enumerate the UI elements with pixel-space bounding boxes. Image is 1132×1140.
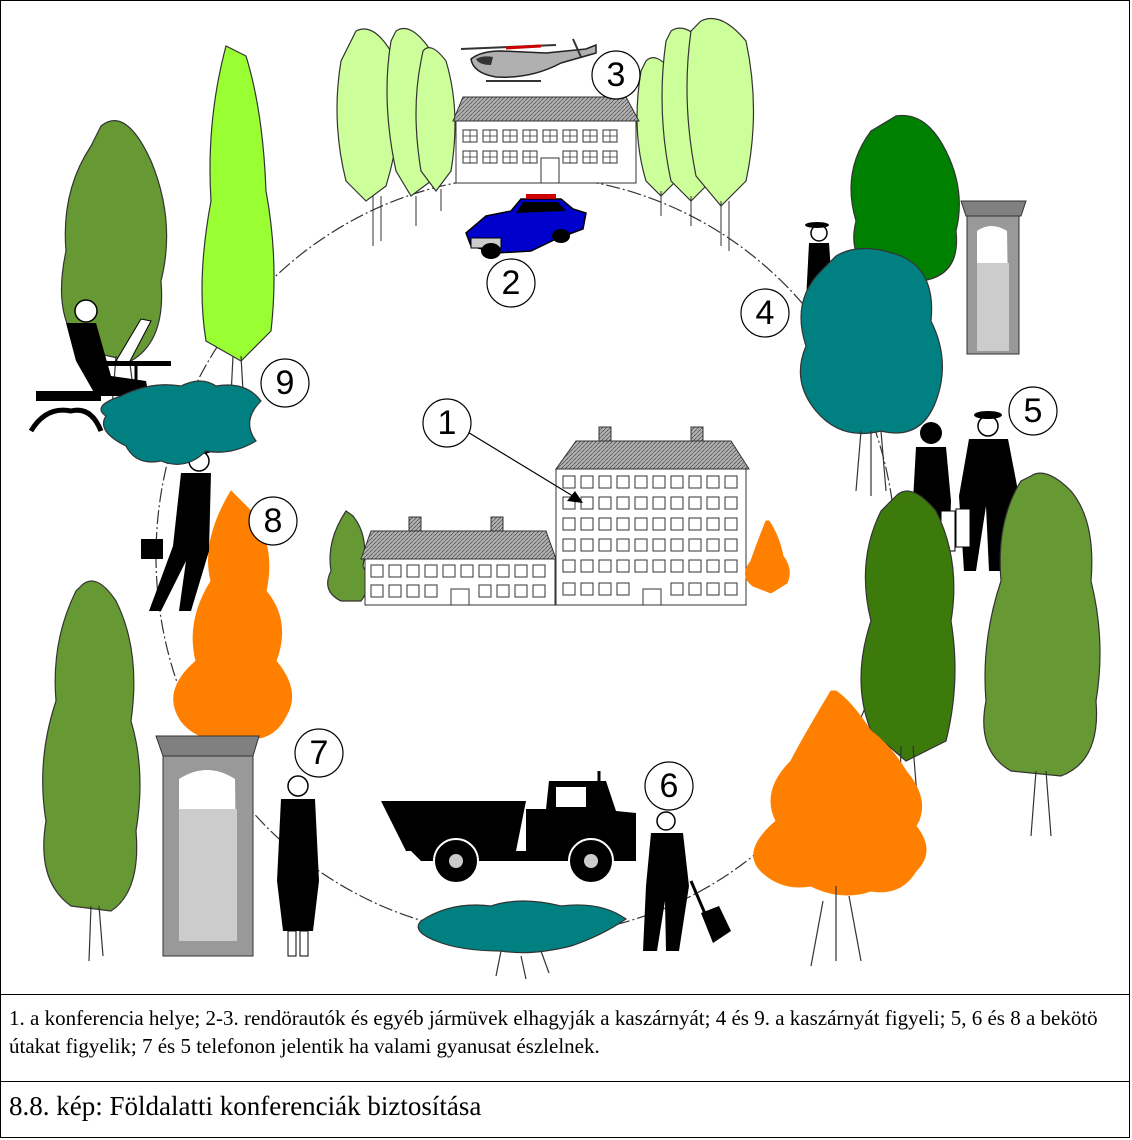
label-2: 2 [486,258,536,308]
tree-icon [799,247,943,496]
scene-illustration: 1 2 3 4 5 6 7 8 9 [28,17,1101,980]
tree-icon [636,17,755,251]
police-car-icon [465,194,587,259]
svg-text:6: 6 [660,767,679,805]
person-icon [28,299,149,433]
tree-icon [100,380,262,465]
pointer-arrow [465,430,582,502]
tree-icon [336,27,456,246]
svg-text:7: 7 [310,734,329,772]
pointer-arrowhead [567,491,583,503]
person-icon [643,811,731,951]
divider [1,1081,1129,1082]
tree-icon [745,520,790,594]
building-icon [360,516,557,606]
building-icon [555,426,750,606]
svg-text:5: 5 [1024,392,1043,430]
truck-icon [381,771,636,884]
svg-text:4: 4 [756,294,775,332]
tree-icon [983,472,1101,837]
label-8: 8 [248,496,298,546]
tree-icon [327,510,369,602]
figure-caption: 1. a konferencia helye; 2-3. rendörautók… [9,1006,1098,1058]
svg-text:2: 2 [502,264,521,302]
svg-text:3: 3 [607,56,626,94]
divider [1,994,1129,995]
tree-icon [417,900,628,980]
label-1: 1 [422,398,472,448]
tree-icon [753,690,927,967]
label-6: 6 [644,761,694,811]
tree-icon [201,45,275,397]
helicopter-icon [460,38,597,82]
figure-title: 8.8. kép: Földalatti konferenciák biztos… [9,1091,482,1121]
barracks-building [452,96,640,184]
monument-icon [960,200,1027,355]
label-7: 7 [294,728,344,778]
label-3: 3 [591,50,641,100]
svg-text:1: 1 [438,404,457,442]
person-icon [277,775,319,957]
tree-icon [850,114,960,282]
person-icon [141,446,213,611]
label-9: 9 [260,358,310,408]
monument-icon [155,735,260,957]
svg-text:9: 9 [276,364,295,402]
tree-icon [42,580,141,962]
svg-text:8: 8 [264,502,283,540]
label-4: 4 [740,288,790,338]
label-5: 5 [1008,386,1058,436]
tree-icon [60,120,168,422]
